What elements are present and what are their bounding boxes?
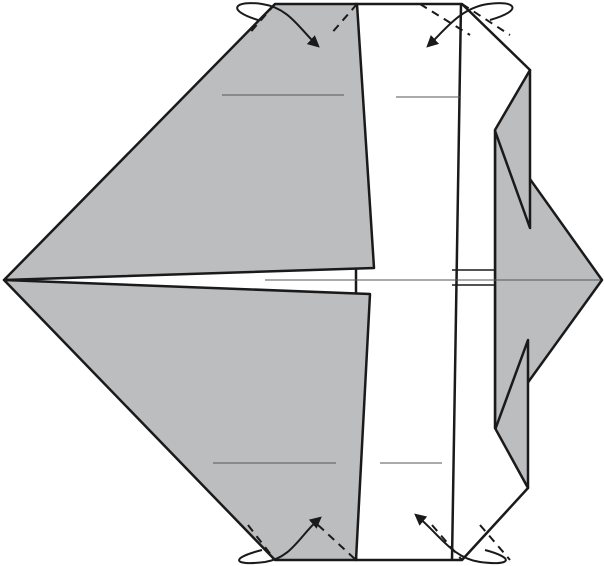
dashed-fold-lines <box>247 3 511 561</box>
fold-arrows <box>236 2 514 565</box>
bottom-left-arrow <box>238 516 322 565</box>
center-strip <box>354 2 532 562</box>
top-right-arrow <box>426 2 514 48</box>
top-left-arrow <box>236 2 320 48</box>
bottom-right-arrow <box>414 513 507 565</box>
lower-left-panel <box>2 278 372 562</box>
